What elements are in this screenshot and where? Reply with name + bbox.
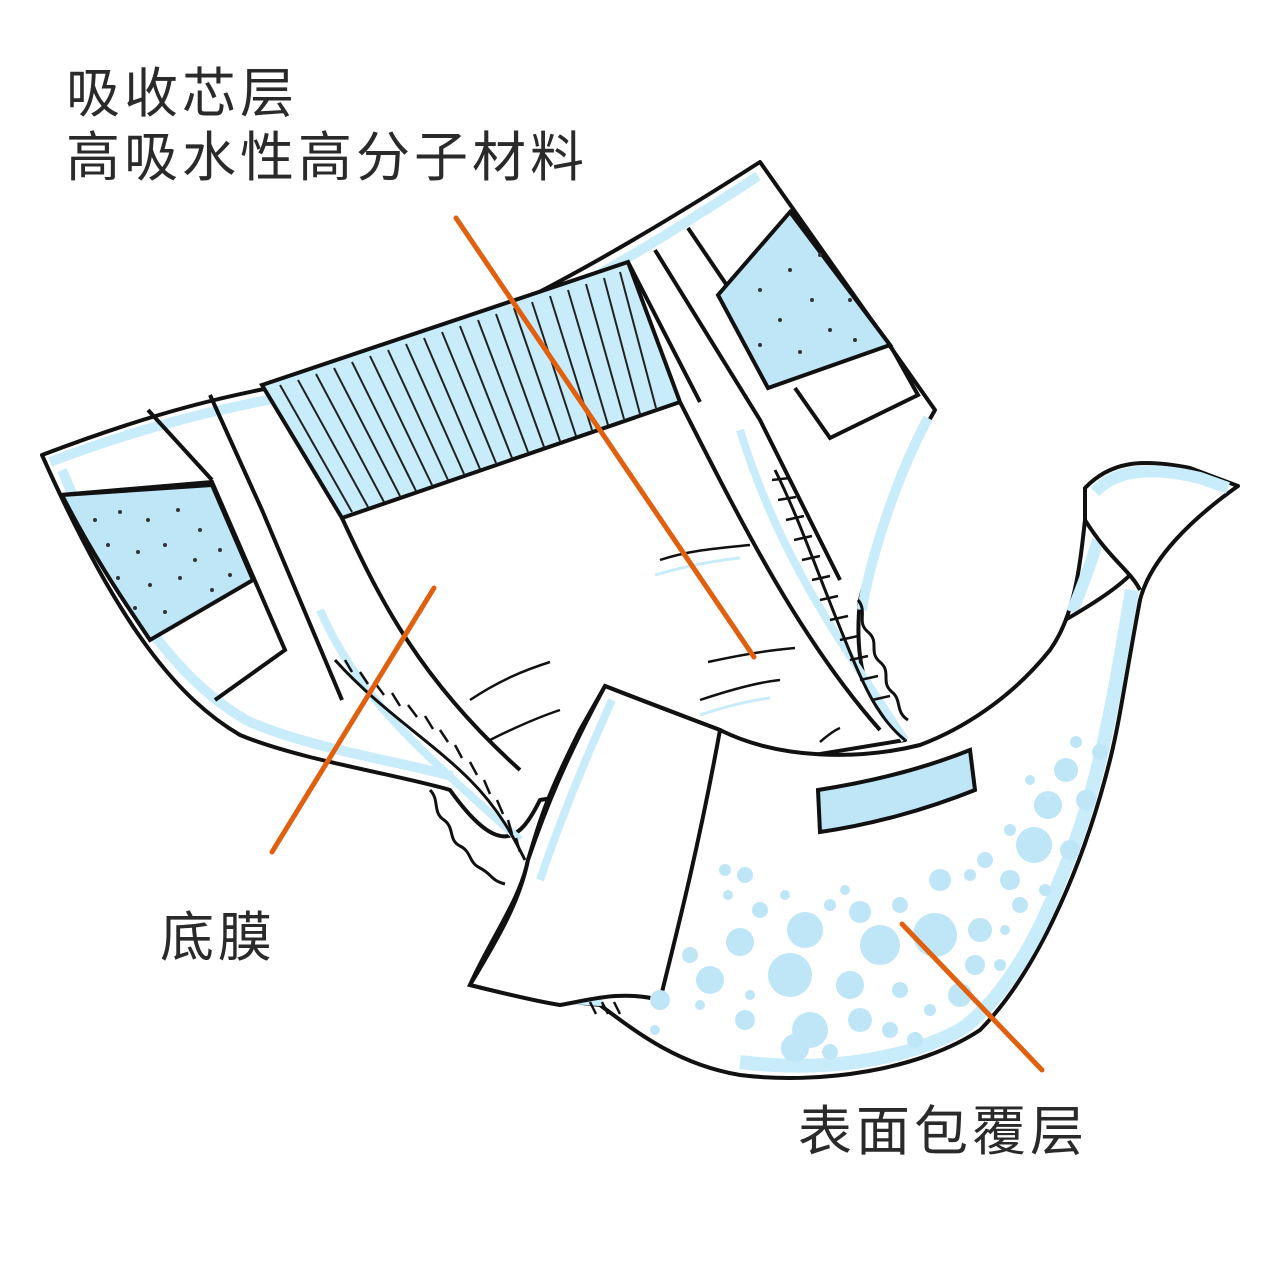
leader-line-core [453, 215, 757, 660]
label-absorbent-core-line2: 高吸水性高分子材料 [66, 126, 588, 189]
label-absorbent-core: 吸收芯层 高吸水性高分子材料 [66, 62, 588, 190]
diaper-front-panel [466, 461, 1240, 1080]
label-absorbent-core-line1: 吸收芯层 [66, 62, 298, 125]
leader-lines [269, 215, 1045, 1073]
leader-line-cover [899, 921, 1045, 1073]
leader-line-film [269, 585, 437, 855]
label-bottom-film: 底膜 [160, 906, 276, 969]
diaper-back-panel [40, 160, 937, 886]
label-surface-cover: 表面包覆层 [798, 1100, 1088, 1163]
